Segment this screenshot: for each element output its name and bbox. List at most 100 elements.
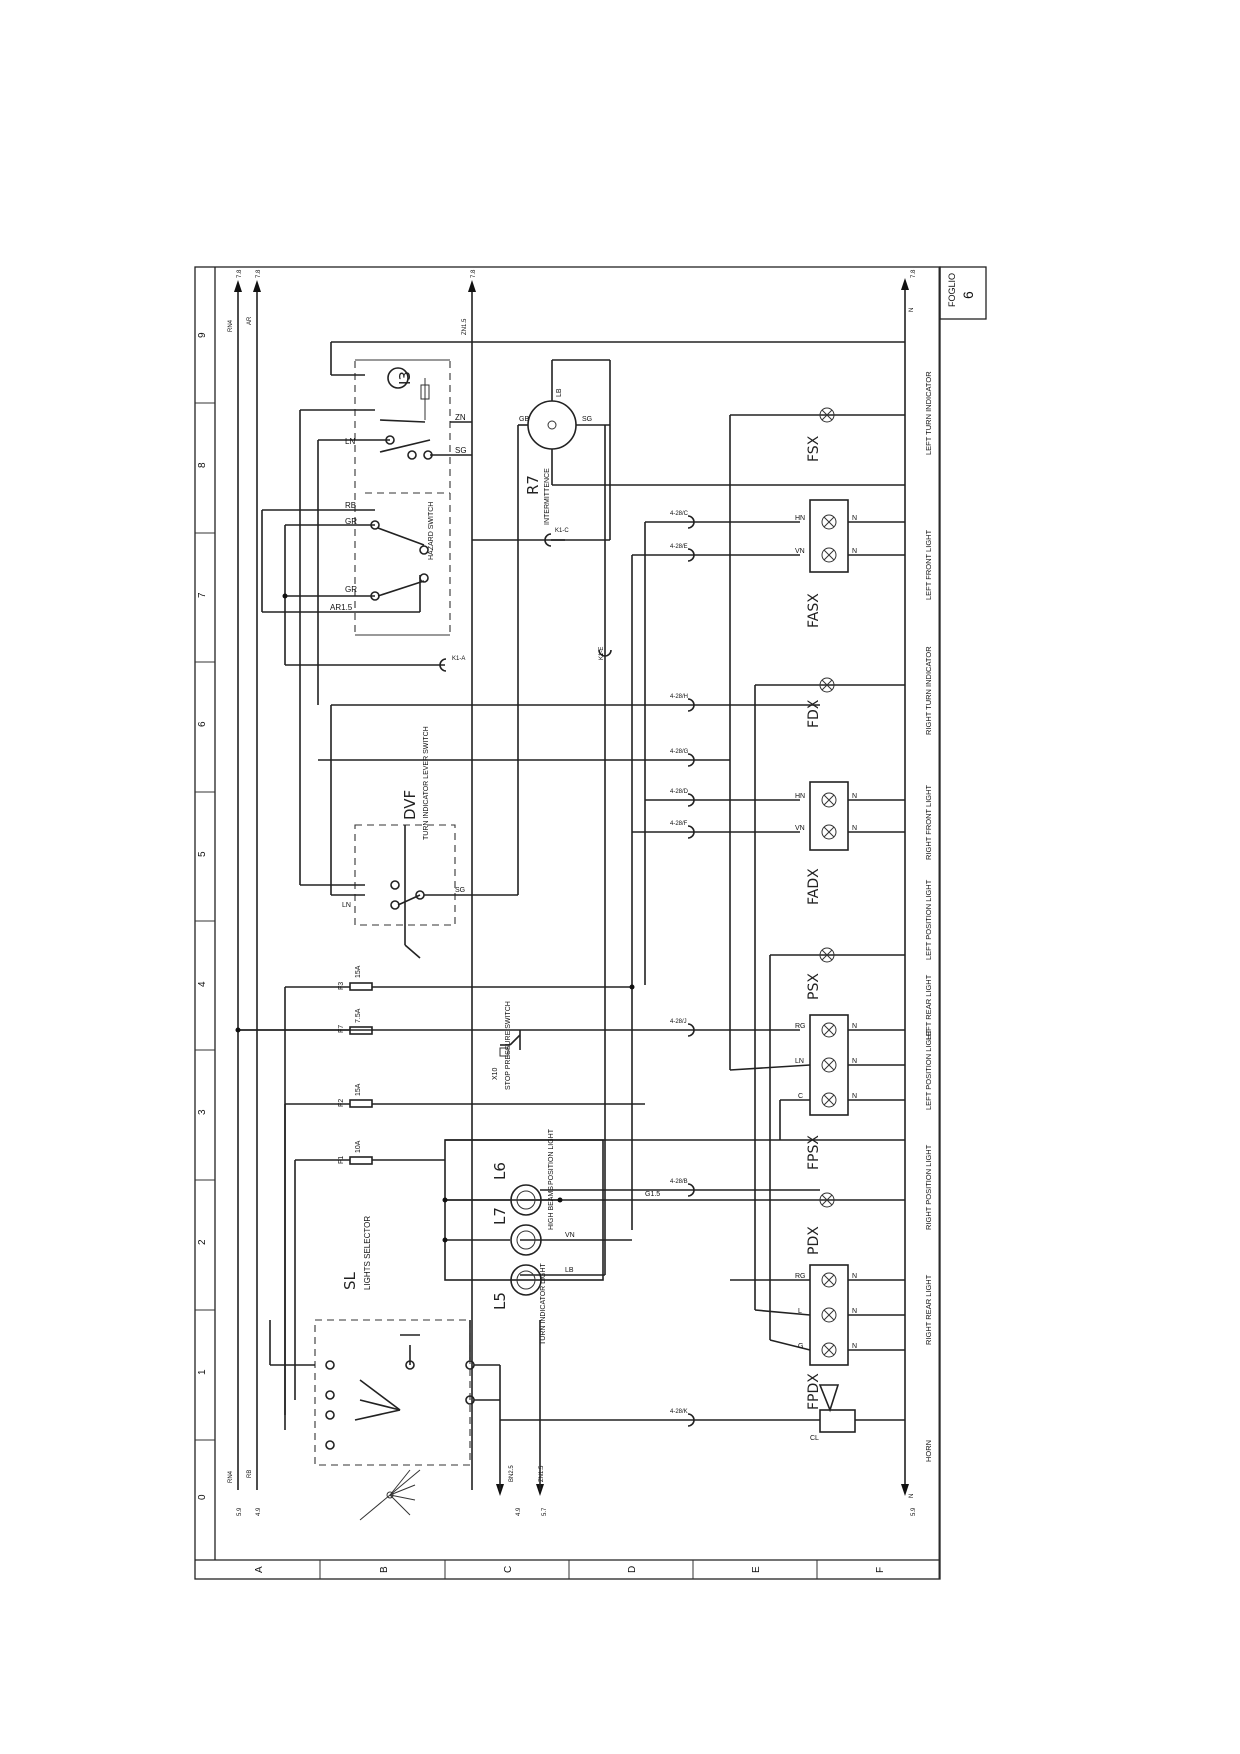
label-left-position-light-2: LEFT POSITION LIGHT (924, 879, 933, 960)
wire-ar15: AR1.5 (330, 603, 353, 612)
connector-label: 4-28/C (670, 511, 689, 517)
wire-n: N (852, 825, 857, 832)
rail-rb-bot: RB (247, 1470, 253, 1478)
col-number: 7 (197, 592, 208, 598)
wire-c: C (798, 1093, 803, 1100)
label-horn: HORN (924, 1440, 933, 1462)
l5-desc: TURN INDICATOR LIGHT (540, 1262, 547, 1345)
r7-intermittence: GB LB SG R7 INTERMITTENCE (472, 359, 905, 665)
circuit-labels: HORN RIGHT REAR LIGHT RIGHT POSITION LIG… (924, 371, 933, 1462)
fpsx-label: FPSX (806, 1135, 822, 1170)
sheet-label: FOGLIO (947, 273, 957, 307)
row-letter: D (627, 1566, 638, 1573)
rail-ref: 5.9 (911, 1507, 917, 1516)
right-turn-indicator-lamp: FDX (754, 677, 905, 1310)
connector-428-plugs (687, 515, 695, 1427)
rail-ref: 7.8 (471, 269, 477, 278)
wire-lb-l5: LB (565, 1267, 574, 1274)
connector-label: 4-28/K (670, 1409, 688, 1415)
wire-rb: RB (345, 501, 356, 510)
wire-zn: ZN (455, 413, 466, 422)
connector-label: 4-28/J (670, 1019, 687, 1025)
rail-zn15-bot: ZN1.5 (539, 1465, 545, 1482)
row-letter: C (503, 1566, 514, 1573)
fuses (235, 982, 645, 1430)
fuse-f3-name: F3 (338, 982, 345, 990)
col-number: 6 (197, 721, 208, 727)
fuse-f2-name: F2 (338, 1099, 345, 1107)
label-left-position-light: LEFT POSITION LIGHT (924, 1029, 933, 1110)
wire-vn-l7: VN (565, 1232, 575, 1239)
x10-stop-pressure-switch: X10 STOP PRESSURE SWITCH (492, 1001, 521, 1090)
fdx-label: FDX (806, 699, 822, 728)
label-left-front-light: LEFT FRONT LIGHT (924, 529, 933, 600)
row-letter: A (254, 1566, 265, 1573)
x10-desc: STOP PRESSURE SWITCH (505, 1001, 512, 1090)
fuse-f2-rating: 15A (355, 1083, 362, 1096)
selector-knob-icon (359, 1469, 421, 1521)
l5-label: L5 (491, 1292, 509, 1310)
right-rear-light-lamp: RG L G N N N FPDX (730, 1264, 905, 1410)
rail-rn4-bot: RN4 (228, 1470, 234, 1483)
k1e-label: K1-E (599, 647, 605, 660)
fuse-f1-rating: 10A (355, 1140, 362, 1153)
rail-n-top: N (909, 308, 915, 312)
wire-n: N (852, 515, 857, 522)
wire-g15: G1.5 (645, 1191, 660, 1198)
k1a-label: K1-A (452, 656, 465, 662)
col-number: 8 (197, 462, 208, 468)
col-number: 0 (197, 1494, 208, 1500)
col-number: 3 (197, 1109, 208, 1115)
wire-n: N (852, 1058, 857, 1065)
column-numbers: 0 1 2 3 4 5 6 7 8 9 (197, 332, 208, 1500)
wire-gr: GR (345, 517, 357, 526)
row-letter: F (875, 1567, 886, 1573)
wire-gb: GB (519, 416, 529, 423)
col-number: 5 (197, 851, 208, 857)
connector-label: 4-28/F (670, 821, 688, 827)
left-position-light-lamp: PSX (769, 947, 905, 1340)
fsx-label: FSX (806, 435, 822, 462)
k-connectors: K1-C K1-A K1-E (439, 425, 612, 1275)
fuse-labels: F3 15A F7 7.5A F2 15A F1 10A (338, 965, 362, 1164)
row-letter: B (379, 1566, 390, 1573)
hazard-switch-label: HAZARD SWITCH (428, 502, 435, 560)
pdx-label: PDX (806, 1226, 822, 1255)
rail-ref: 7.8 (237, 269, 243, 278)
wire-ln-2: LN (795, 1058, 804, 1065)
wire-ln-dvf: LN (342, 902, 351, 909)
left-front-light-lamp: HN VN N N FASX (795, 499, 905, 628)
dvf-label: DVF (401, 790, 419, 820)
label-left-turn-indicator: LEFT TURN INDICATOR (924, 371, 933, 455)
wire-lb: LB (556, 388, 563, 397)
sl-desc: LIGHTS SELECTOR (363, 1216, 372, 1290)
rail-ref: 7.8 (911, 269, 917, 278)
rail-labels: RN4 AR ZN1.5 7.8 7.8 7.8 7.8 N RN4 RB BN… (228, 269, 917, 1516)
wire-gr-2: GR (345, 585, 357, 594)
fuse-f7-name: F7 (338, 1025, 345, 1033)
connector-428-labels: 4-28/C 4-28/E 4-28/H 4-28/G 4-28/D 4-28/… (670, 511, 689, 1415)
l7-label: L7 (491, 1207, 509, 1225)
l6-desc: POSITION LIGHT (548, 1128, 555, 1185)
wire-n: N (852, 1023, 857, 1030)
label-left-rear-light: LEFT REAR LIGHT (924, 974, 933, 1040)
drawing-frame (194, 266, 987, 1580)
sheet-title-block: FOGLIO 6 (947, 273, 976, 307)
wire-hn-2: HN (795, 793, 805, 800)
wire-rg: RG (795, 1023, 806, 1030)
label-right-turn-indicator: RIGHT TURN INDICATOR (924, 646, 933, 735)
wire-vn-2: VN (795, 825, 805, 832)
sl-label: SL (341, 1271, 359, 1290)
l7-desc: HIGH BEAMS (548, 1186, 555, 1230)
rail-ref: 5.7 (542, 1507, 548, 1516)
fuse-f7-rating: 7.5A (355, 1008, 362, 1023)
fadx-label: FADX (806, 868, 822, 905)
x10-label: X10 (492, 1067, 499, 1080)
r7-desc: INTERMITTENCE (544, 468, 551, 525)
col-number: 4 (197, 981, 208, 987)
wire-n: N (852, 548, 857, 555)
label-right-position-light: RIGHT POSITION LIGHT (924, 1144, 933, 1230)
i3-label: I3 (396, 371, 414, 385)
connector-label: 4-28/G (670, 749, 689, 755)
lights-selector: SL LIGHTS SELECTOR (269, 1216, 541, 1521)
